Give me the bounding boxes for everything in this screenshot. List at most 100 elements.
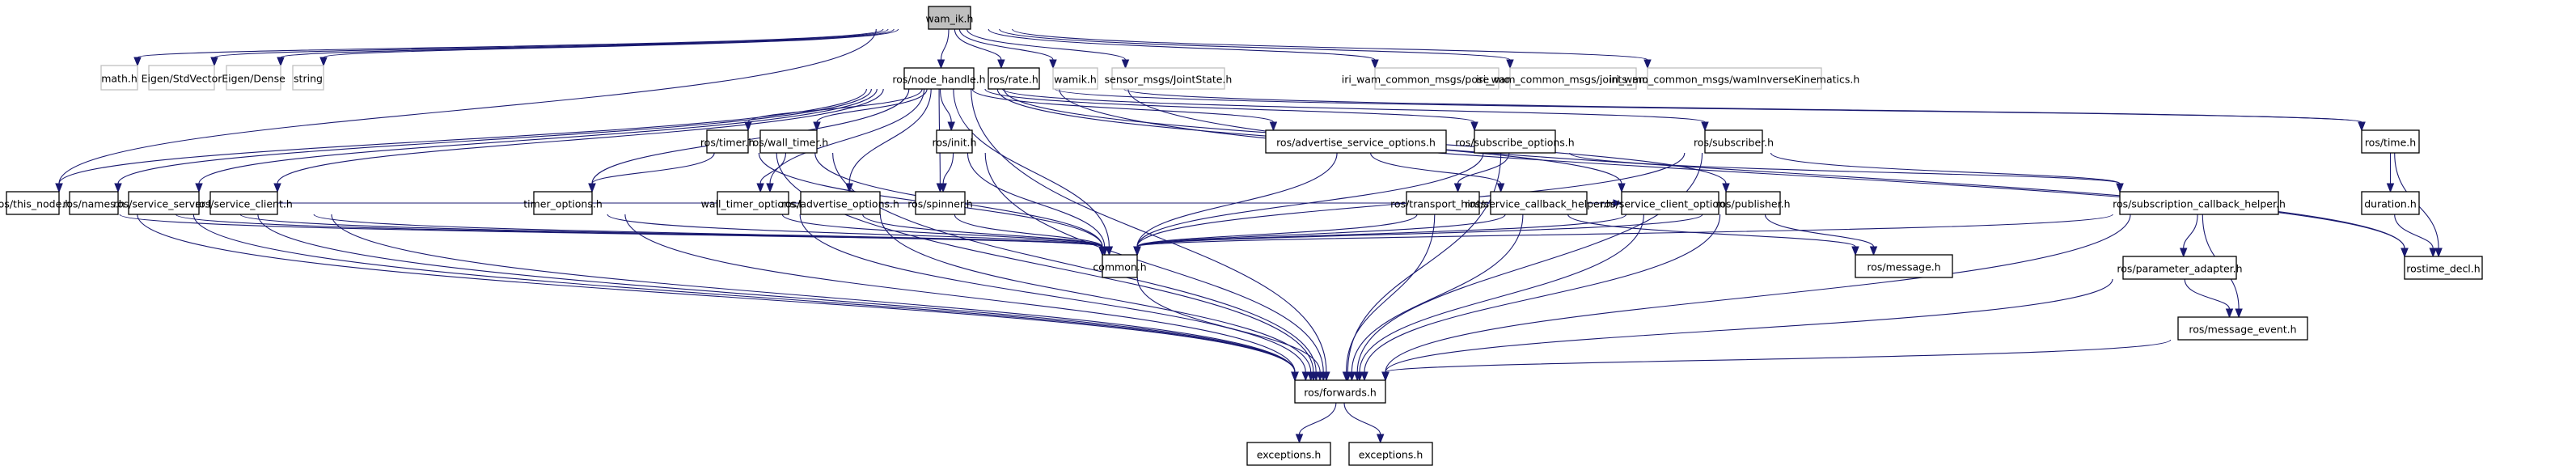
edge-service-callback-helper-to-forwards [1347, 214, 1524, 382]
arrowhead-icon [1506, 59, 1514, 70]
node-wam-ik-msg[interactable]: iri_wam_common_msgs/wamInverseKinematics… [1609, 67, 1860, 90]
arrowhead-icon [1643, 59, 1652, 70]
node-subscriber[interactable]: ros/subscriber.h [1694, 129, 1774, 154]
edge-timer-to-timer-options [588, 152, 715, 193]
node-wall-timer[interactable]: ros/wall_timer.h [749, 129, 828, 154]
arrowhead-icon [744, 121, 752, 132]
arrowhead-icon [947, 121, 955, 132]
node-advertise-options[interactable]: ros/advertise_options.h [781, 191, 899, 215]
node-this-node[interactable]: ros/this_node.h [0, 191, 71, 215]
node-label: exceptions.h [1257, 449, 1322, 461]
edge-line [257, 214, 1296, 373]
node-box [717, 191, 789, 215]
node-wam-ik[interactable]: wam_ik.h [926, 6, 974, 30]
node-wamik[interactable]: wamik.h [1052, 67, 1098, 90]
node-forwards[interactable]: ros/forwards.h [1294, 379, 1386, 404]
edge-wam-ik-to-node-handle [937, 28, 950, 70]
node-label: iri_wam_common_msgs/joints_move.h [1476, 74, 1670, 86]
node-box [292, 65, 324, 91]
edges-layer [55, 28, 2443, 444]
node-box [928, 6, 971, 30]
node-box [2404, 256, 2483, 280]
arrowhead-icon [1496, 183, 1505, 193]
arrowhead-icon [2400, 248, 2409, 258]
node-jointstate[interactable]: sensor_msgs/JointState.h [1105, 67, 1233, 90]
node-duration[interactable]: duration.h [2361, 191, 2420, 215]
node-label: ros/forwards.h [1304, 387, 1377, 399]
node-time[interactable]: ros/time.h [2361, 129, 2420, 154]
node-label: wall_timer_options.h [701, 198, 806, 210]
edge-line [214, 28, 889, 58]
edge-node-handle-to-adv-service-options [971, 88, 1278, 132]
node-init[interactable]: ros/init.h [933, 129, 977, 154]
arrowhead-icon [133, 57, 142, 67]
node-label: ros/transport_hints.h [1390, 198, 1495, 210]
node-label: ros/service_server.h [113, 198, 214, 210]
edge-line [759, 152, 787, 184]
edge-forwards-to-exceptions2 [1343, 402, 1385, 444]
node-transport-hints[interactable]: ros/transport_hints.h [1390, 191, 1495, 215]
arrowhead-icon [2225, 308, 2234, 319]
node-box [1246, 442, 1331, 466]
arrowhead-icon [319, 57, 328, 67]
arrowhead-icon [1618, 183, 1626, 193]
edge-this-node-to-forwards [137, 214, 1299, 382]
node-subscription-callback-helper[interactable]: ros/subscription_callback_helper.h [2113, 191, 2286, 215]
node-adv-service-options[interactable]: ros/advertise_service_options.h [1265, 129, 1447, 154]
node-parameter-adapter[interactable]: ros/parameter_adapter.h [2117, 256, 2243, 280]
node-service-callback-helper[interactable]: ros/service_callback_helper.h [1465, 191, 1613, 215]
node-spinner[interactable]: ros/spinner.h [907, 191, 973, 215]
node-box [1374, 67, 1499, 90]
node-box [2361, 129, 2420, 154]
node-eigen-stdvector[interactable]: Eigen/StdVector [142, 65, 223, 91]
node-subscribe-options[interactable]: ros/subscribe_options.h [1455, 129, 1575, 154]
node-service-server[interactable]: ros/service_server.h [113, 191, 214, 215]
arrowhead-icon [1869, 246, 1878, 256]
edge-line [175, 214, 1103, 248]
node-box [706, 129, 749, 154]
node-box [128, 191, 200, 215]
node-wall-timer-options[interactable]: wall_timer_options.h [701, 191, 806, 215]
node-box [2119, 191, 2279, 215]
edge-line [1567, 214, 1856, 248]
node-label: exceptions.h [1359, 449, 1423, 461]
node-node-handle[interactable]: ros/node_handle.h [892, 67, 986, 90]
node-message-event[interactable]: ros/message_event.h [2177, 316, 2308, 341]
node-exceptions2[interactable]: exceptions.h [1348, 442, 1433, 466]
node-service-client[interactable]: ros/service_client.h [195, 191, 293, 215]
node-math[interactable]: math.h [100, 65, 138, 91]
node-box [1725, 191, 1781, 215]
node-names[interactable]: ros/names.h [62, 191, 125, 215]
edge-timer-to-forwards [776, 152, 1318, 382]
edge-line [1370, 152, 1502, 184]
node-joints-move[interactable]: iri_wam_common_msgs/joints_move.h [1476, 67, 1670, 90]
node-box [6, 191, 60, 215]
edge-rate-to-time [1123, 88, 2366, 132]
node-timer-options[interactable]: timer_options.h [523, 191, 603, 215]
node-label: ros/subscribe_options.h [1455, 137, 1574, 149]
node-pose-move[interactable]: iri_wam_common_msgs/pose_move.h [1342, 67, 1533, 90]
node-rostime-decl[interactable]: rostime_decl.h [2404, 256, 2483, 280]
node-timer[interactable]: ros/timer.h [700, 129, 755, 154]
edge-node-handle-to-timer [744, 88, 923, 132]
edge-line [1770, 152, 2121, 184]
node-label: rostime_decl.h [2406, 263, 2480, 275]
edge-line [1136, 214, 1703, 248]
node-label: ros/node_handle.h [892, 74, 985, 86]
node-publisher[interactable]: ros/publisher.h [1716, 191, 1791, 215]
node-string[interactable]: string [292, 65, 324, 91]
node-exceptions1[interactable]: exceptions.h [1246, 442, 1331, 466]
arrowhead-icon [1295, 434, 1304, 444]
node-common[interactable]: common.h [1093, 254, 1147, 278]
edge-spinner-to-common [954, 214, 1106, 256]
node-label: wamik.h [1054, 74, 1097, 86]
node-message[interactable]: ros/message.h [1855, 254, 1953, 278]
node-rate[interactable]: ros/rate.h [988, 67, 1040, 90]
node-eigen-dense[interactable]: Eigen/Dense [222, 65, 286, 91]
node-service-client-options[interactable]: ros/service_client_options.h [1601, 191, 1741, 215]
edge-wall-timer-options-to-forwards [799, 214, 1310, 382]
node-box [533, 191, 593, 215]
node-label: ros/advertise_options.h [781, 198, 899, 210]
edge-line [832, 152, 1317, 373]
